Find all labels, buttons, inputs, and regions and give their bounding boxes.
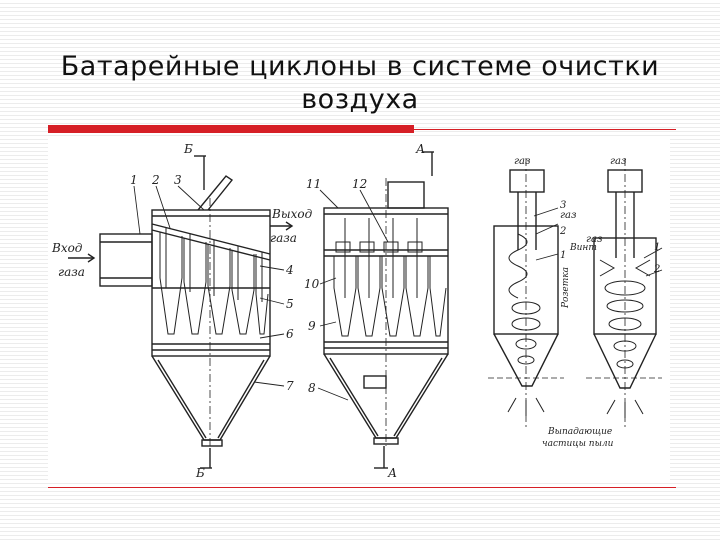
part-number-1: 1: [130, 173, 138, 187]
gas-label-right: газ: [610, 156, 626, 167]
part-number-8: 8: [308, 381, 316, 395]
dust-label-1: Выпадающие: [547, 427, 612, 437]
dust-label-2: частицы пыли: [542, 439, 614, 449]
section-mark-b-top: Б: [183, 142, 193, 156]
part-number-9: 9: [308, 319, 316, 333]
element-number-3: 3: [560, 200, 566, 211]
element-number-1b: 1: [654, 242, 660, 253]
gas-label-inlet-left: газ: [560, 210, 576, 221]
part-number-11: 11: [306, 177, 321, 191]
section-mark-b-bottom: Б: [195, 466, 205, 480]
part-number-2: 2: [151, 173, 160, 187]
part-number-4: 4: [285, 263, 294, 277]
part-number-3: 3: [174, 173, 182, 187]
part-number-5: 5: [286, 297, 294, 311]
right-view: [488, 158, 662, 428]
part-number-10: 10: [304, 277, 320, 291]
slide-title: Батарейные циклоны в системе очистки воз…: [40, 50, 680, 116]
element-number-1: 1: [560, 250, 566, 261]
part-number-7: 7: [286, 379, 294, 393]
element-number-2b: 2: [653, 264, 660, 275]
diagram-drawing: Б Б А А Вход газа Выход газа 1 2 3 4 5 6…: [51, 142, 663, 480]
part-number-12: 12: [352, 177, 367, 191]
slide-title-line-1: Батарейные циклоны в системе очистки: [60, 51, 660, 82]
accent-line: [414, 129, 676, 130]
gas-label-left: газ: [514, 156, 530, 167]
outlet-label-2: газа: [270, 231, 297, 245]
element-number-2: 2: [559, 226, 566, 237]
outlet-label-1: Выход: [271, 207, 313, 221]
screw-label: Винт: [569, 243, 597, 253]
gas-label-inlet-right: газ: [586, 234, 602, 245]
inlet-label-2: газа: [58, 265, 85, 279]
section-mark-a-bottom: А: [387, 466, 397, 480]
bottom-rule: [48, 487, 676, 488]
section-mark-a-top: А: [415, 142, 425, 156]
rosette-label: Розетка: [561, 267, 571, 309]
slide-title-line-2: воздуха: [301, 84, 419, 115]
left-view: [68, 155, 294, 469]
part-number-6: 6: [286, 327, 294, 341]
accent-bar: [48, 125, 414, 133]
cyclone-diagram: Б Б А А Вход газа Выход газа 1 2 3 4 5 6…: [48, 138, 670, 482]
inlet-label-1: Вход: [51, 241, 83, 255]
